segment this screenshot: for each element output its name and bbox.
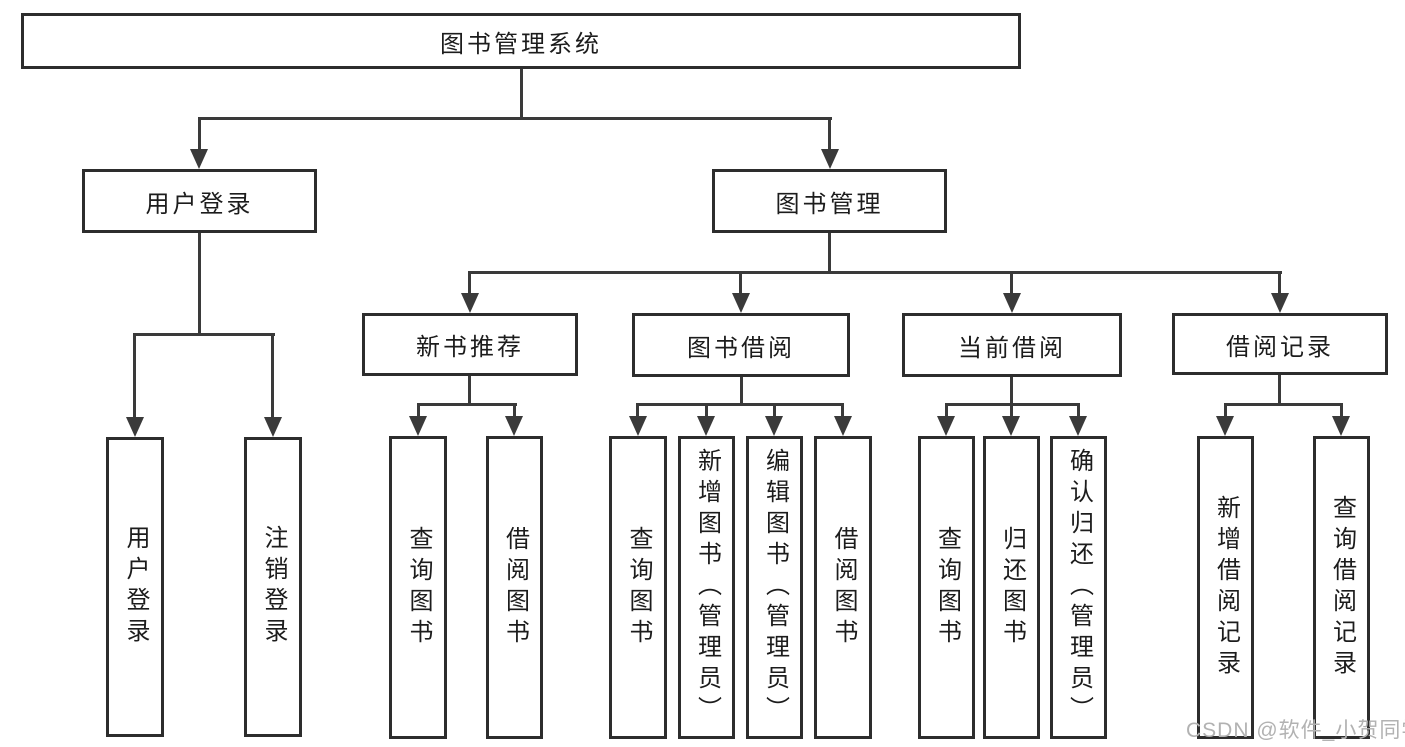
arrowhead-g2a	[409, 416, 427, 436]
node-book-borrow: 图书借阅	[632, 313, 850, 377]
connector-arrow-shaft-leaf-login	[133, 333, 136, 419]
connector-root-stub	[520, 69, 523, 119]
leaf-current-confirm-return-admin-label: 确认归还（管理员）	[1065, 448, 1093, 727]
arrowhead-user-login	[190, 149, 208, 169]
arrowhead-g3a	[629, 416, 647, 436]
connector-arrow-shaft-g3d	[841, 403, 844, 419]
arrowhead-g4c	[1069, 416, 1087, 436]
node-book-borrow-label: 图书借阅	[687, 334, 795, 362]
node-current-borrow: 当前借阅	[902, 313, 1122, 377]
leaf-current-query-books-label: 查询图书	[933, 525, 961, 650]
connector-arrow-shaft-g5b	[1340, 403, 1343, 419]
arrowhead-newbook	[461, 293, 479, 313]
leaf-record-query-borrow-record-label: 查询借阅记录	[1328, 494, 1356, 681]
connector-arrow-shaft-user-login	[198, 117, 201, 151]
leaf-borrow-query-books-label: 查询图书	[625, 525, 652, 650]
connector-arrow-shaft-newbook	[468, 271, 471, 295]
connector-book-mgmt-stub	[828, 233, 831, 274]
leaf-current-return-books: 归还图书	[983, 436, 1040, 739]
leaf-borrow-add-books-admin-label: 新增图书（管理员）	[693, 448, 721, 727]
leaf-newbook-query-books-label: 查询图书	[405, 525, 432, 650]
leaf-newbook-borrow-books: 借阅图书	[486, 436, 543, 739]
arrowhead-g2b	[505, 416, 523, 436]
leaf-record-query-borrow-record: 查询借阅记录	[1313, 436, 1370, 739]
arrowhead-g4a	[937, 416, 955, 436]
csdn-watermark: CSDN @软件_小贺同学	[1186, 719, 1405, 742]
arrowhead-record	[1271, 293, 1289, 313]
node-borrow-record: 借阅记录	[1172, 313, 1388, 375]
arrowhead-g5b	[1332, 416, 1350, 436]
connector-arrow-shaft-leaf-logout	[271, 333, 274, 419]
leaf-newbook-borrow-books-label: 借阅图书	[501, 525, 529, 650]
leaf-user-login: 用户登录	[106, 437, 164, 737]
connector-arrow-shaft-g2b	[513, 403, 516, 419]
arrowhead-leaf-login	[126, 417, 144, 437]
node-root: 图书管理系统	[21, 13, 1021, 69]
connector-arrow-shaft-g3a	[636, 403, 639, 419]
connector-arrow-shaft-g4c	[1077, 403, 1080, 419]
leaf-borrow-borrow-books-label: 借阅图书	[830, 525, 857, 650]
node-user-login: 用户登录	[82, 169, 317, 233]
leaf-newbook-query-books: 查询图书	[389, 436, 447, 739]
leaf-current-return-books-label: 归还图书	[998, 525, 1026, 650]
connector-record-stub	[1278, 375, 1281, 406]
leaf-record-add-borrow-record: 新增借阅记录	[1197, 436, 1254, 739]
leaf-record-add-borrow-record-label: 新增借阅记录	[1212, 494, 1240, 681]
node-newbook-recommend-label: 新书推荐	[416, 334, 524, 361]
leaf-logout: 注销登录	[244, 437, 302, 737]
node-book-mgmt-label: 图书管理	[775, 190, 884, 218]
connector-arrow-shaft-g5a	[1224, 403, 1227, 419]
arrowhead-leaf-logout	[264, 417, 282, 437]
connector-arrow-shaft-book-mgmt	[828, 117, 831, 151]
connector-newbook-stub	[468, 376, 471, 406]
arrowhead-current	[1003, 293, 1021, 313]
connector-arrow-shaft-g4b	[1010, 403, 1013, 419]
leaf-borrow-query-books: 查询图书	[609, 436, 667, 739]
node-newbook-recommend: 新书推荐	[362, 313, 578, 376]
node-borrow-record-label: 借阅记录	[1226, 333, 1334, 361]
leaf-current-query-books: 查询图书	[918, 436, 975, 739]
node-book-mgmt: 图书管理	[712, 169, 947, 233]
arrowhead-bookborrow	[732, 293, 750, 313]
leaf-borrow-edit-books-admin: 编辑图书（管理员）	[746, 436, 803, 739]
connector-arrow-shaft-record	[1278, 271, 1281, 295]
connector-current-stub	[1010, 377, 1013, 406]
node-current-borrow-label: 当前借阅	[958, 334, 1066, 362]
arrowhead-g3c	[765, 416, 783, 436]
arrowhead-book-mgmt	[821, 149, 839, 169]
connector-arrow-shaft-g3b	[705, 403, 708, 419]
connector-arrow-shaft-g4a	[945, 403, 948, 419]
connector-arrow-shaft-bookborrow	[739, 271, 742, 295]
connector-user-login-hline	[134, 333, 275, 336]
leaf-user-login-label: 用户登录	[122, 525, 149, 649]
connector-arrow-shaft-current	[1010, 271, 1013, 295]
arrowhead-g3d	[834, 416, 852, 436]
leaf-borrow-borrow-books: 借阅图书	[814, 436, 872, 739]
leaf-borrow-add-books-admin: 新增图书（管理员）	[678, 436, 735, 739]
arrowhead-g4b	[1002, 416, 1020, 436]
connector-level3-hline	[468, 271, 1282, 274]
leaf-logout-label: 注销登录	[260, 525, 287, 649]
arrowhead-g5a	[1216, 416, 1234, 436]
node-root-label: 图书管理系统	[440, 30, 602, 58]
connector-record-hline	[1224, 403, 1343, 406]
connector-bookborrow-hline	[637, 403, 844, 406]
node-user-login-label: 用户登录	[145, 190, 254, 218]
connector-arrow-shaft-g3c	[773, 403, 776, 419]
connector-bookborrow-stub	[740, 377, 743, 406]
leaf-current-confirm-return-admin: 确认归还（管理员）	[1050, 436, 1107, 739]
arrowhead-g3b	[697, 416, 715, 436]
connector-newbook-hline	[417, 403, 517, 406]
leaf-borrow-edit-books-admin-label: 编辑图书（管理员）	[761, 448, 789, 727]
connector-arrow-shaft-g2a	[417, 403, 420, 419]
connector-level2-hline	[198, 117, 832, 120]
connector-user-login-stub	[198, 233, 201, 336]
